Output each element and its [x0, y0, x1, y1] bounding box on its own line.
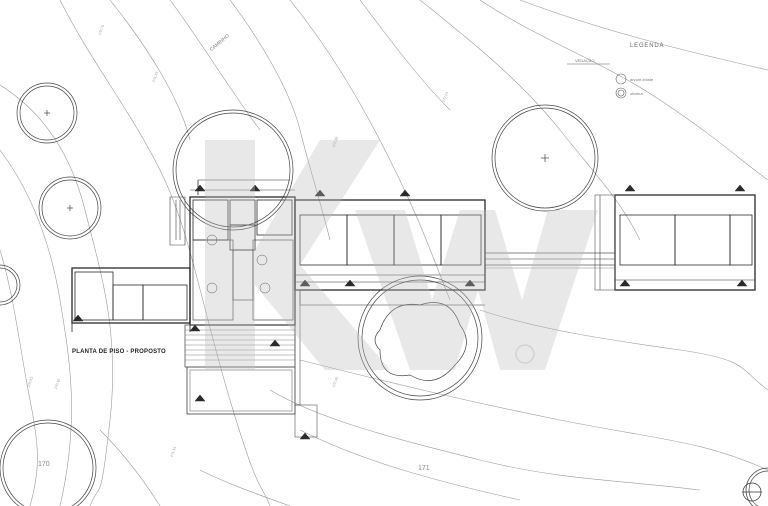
- marker-icon: [624, 184, 636, 192]
- wing-outline: [614, 194, 756, 291]
- legend-item-olive: oliveira: [630, 91, 643, 96]
- contour-line: [0, 249, 38, 506]
- drawing-title: PLANTA DE PISO - PROPOSTO: [72, 349, 166, 355]
- site-lines: [169, 189, 601, 290]
- room: [619, 214, 676, 266]
- contour-label: 171: [418, 465, 430, 472]
- tree-icon: [745, 467, 768, 506]
- contour-line: [289, 0, 451, 301]
- room: [252, 239, 294, 321]
- marker-icon: [194, 394, 206, 402]
- contour-line: [59, 0, 271, 506]
- room: [674, 214, 731, 266]
- marker-icon: [399, 189, 411, 197]
- contour-line: [109, 0, 191, 141]
- decks: [184, 194, 616, 438]
- marker-icon: [189, 324, 201, 332]
- legend-title: LEGENDA: [630, 43, 665, 49]
- building-left-wing: [71, 267, 191, 332]
- room: [440, 214, 482, 266]
- contour-line: [199, 469, 291, 506]
- north-arrow-icon: [742, 482, 762, 502]
- contour-line: [299, 429, 521, 501]
- tree-icon: [38, 176, 102, 240]
- room: [142, 284, 188, 321]
- contour-line: [269, 389, 701, 491]
- marker-icon: [299, 279, 311, 287]
- contour-line: [169, 0, 261, 131]
- room: [74, 271, 114, 321]
- contour-line: [519, 0, 768, 71]
- marker-icon: [72, 314, 84, 322]
- wing-outline: [294, 199, 486, 291]
- contour-line: [359, 0, 451, 111]
- markers: [72, 184, 748, 440]
- contour-line: [479, 309, 768, 391]
- contour-line: [229, 0, 331, 241]
- room: [729, 214, 753, 266]
- legend-item-tree: árvore-existe: [630, 77, 654, 82]
- contour-line: [99, 429, 161, 506]
- marker-icon: [619, 279, 631, 287]
- marker-icon: [736, 279, 748, 287]
- contour-line: [479, 0, 768, 181]
- tree-icon: [0, 264, 21, 306]
- room: [256, 199, 293, 236]
- marker-icon: [314, 189, 326, 197]
- marker-icon: [299, 432, 311, 440]
- contour-line: [419, 0, 641, 241]
- trees: [0, 82, 768, 506]
- building-far-right-wing: [614, 194, 756, 291]
- wing-outline: [71, 267, 191, 324]
- pool: [186, 366, 296, 415]
- legend-item-fence: VEDAÇÃO: [575, 58, 595, 63]
- marker-icon: [464, 279, 476, 287]
- legend-symbols: [567, 63, 627, 99]
- building-right-wing: [294, 199, 486, 306]
- marker-icon: [734, 184, 746, 192]
- tree-circle-icon: [615, 73, 627, 85]
- tree-icon: [172, 109, 294, 231]
- deck-right: [485, 194, 616, 291]
- contour-line: [299, 359, 768, 471]
- tree-double-circle-icon: [615, 87, 627, 99]
- marker-icon: [249, 184, 261, 192]
- tree-icon: [0, 419, 97, 506]
- tree-icon: [491, 104, 599, 212]
- marker-icon: [269, 339, 281, 347]
- room: [112, 284, 144, 321]
- tree-icon: [16, 82, 78, 144]
- contour-line: [0, 149, 72, 506]
- marker-icon: [194, 184, 206, 192]
- contour-label: 170: [38, 461, 50, 468]
- marker-icon: [344, 279, 356, 287]
- watermark-logo: [205, 140, 598, 370]
- contour-line: [0, 84, 113, 506]
